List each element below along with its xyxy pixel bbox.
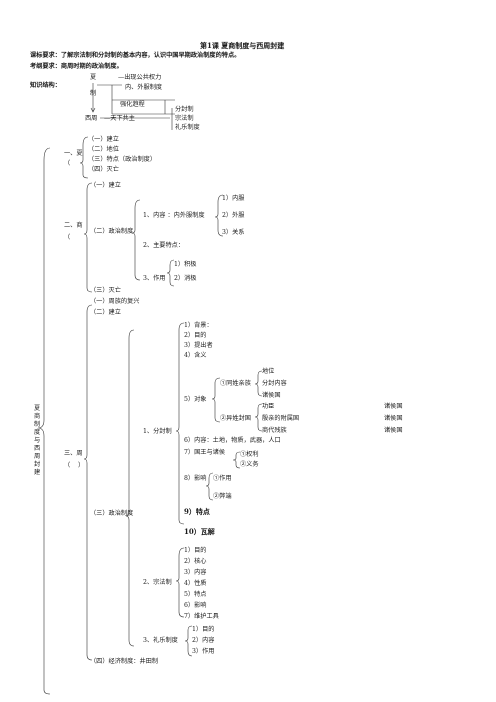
diagram-nei-wai: 内、外服制度 bbox=[125, 84, 163, 91]
zhou-label: 三、周 bbox=[64, 450, 83, 457]
ff-item-7: 7）国王与诸侯 bbox=[184, 449, 226, 456]
zf-item-1: 1）目的 bbox=[184, 547, 207, 554]
ff-item-2: 2）目的 bbox=[184, 332, 207, 339]
zf-item-3: 3）内容 bbox=[184, 569, 207, 576]
ff-rel-1: ①权利 bbox=[240, 451, 259, 458]
xia-item-4: （四）灭亡 bbox=[88, 166, 119, 173]
ff-fenfeng-neirong: 分封内容 bbox=[262, 380, 287, 387]
xia-item-2: （二）地位 bbox=[88, 146, 119, 153]
shang-label: 二、商 bbox=[64, 222, 83, 229]
zf-item-7: 7）维护工具 bbox=[184, 613, 219, 620]
zhou-s3: （三）政治制度 bbox=[90, 510, 134, 517]
page-title: 第1课 夏商制度与西周封建 bbox=[200, 41, 285, 50]
ff-item-8: 8）影响 bbox=[184, 475, 207, 482]
xia-item-1: （一）建立 bbox=[88, 136, 119, 143]
diagram-qianghua: 强化趋程 bbox=[120, 101, 145, 108]
shang-zy-1: 1）积极 bbox=[174, 261, 197, 268]
ff-duixiang: 5）对象 bbox=[184, 396, 207, 403]
ff-item-1: 1）背景： bbox=[184, 322, 213, 329]
zhou-s1: （一）周族的复兴 bbox=[90, 298, 140, 305]
shang-nei-3: 3）关系 bbox=[222, 229, 245, 236]
xia-label: 一、夏 bbox=[64, 150, 83, 157]
ff-diwei: 地位 bbox=[262, 368, 275, 375]
ff-item-3: 3）提出者 bbox=[184, 342, 213, 349]
ff-gudai: 商代残族 bbox=[262, 427, 287, 434]
structure-label: 知识结构： bbox=[30, 82, 61, 89]
ff-item-10: 10）瓦解 bbox=[184, 527, 215, 536]
shang-nei-2: 2）外服 bbox=[222, 212, 245, 219]
shang-zuoyong: 3、作用 bbox=[143, 275, 166, 282]
diagram-xia-arrow: —出现公共权力 bbox=[118, 74, 162, 81]
ly-item-3: 3）作用 bbox=[192, 648, 215, 655]
course-requirement: 课标要求：了解宗法制和分封制的基本内容，认识中国早期政治制度的特点。 bbox=[30, 52, 241, 59]
zf-item-4: 4）性质 bbox=[184, 580, 207, 587]
diagram-xia: 夏 bbox=[90, 74, 97, 81]
ff-eff-1: ①作用 bbox=[213, 475, 232, 482]
zf-item-2: 2）核心 bbox=[184, 558, 207, 565]
zhou-paren: （ bbox=[64, 462, 71, 469]
diagram-liyue: 礼乐制度 bbox=[175, 124, 200, 131]
diagram-tianxia: —天下共主 bbox=[104, 115, 135, 122]
ff-yixing: ②异姓封国 bbox=[220, 415, 251, 422]
zhou-paren-close: ） bbox=[78, 462, 85, 469]
zf-item-6: 6）影响 bbox=[184, 602, 207, 609]
shang-inner: 1、内容 ：内外服制度 bbox=[143, 212, 205, 219]
diagram-xizhou: 西周 bbox=[85, 115, 98, 122]
zhou-liyue: 3、礼乐制度 bbox=[143, 637, 178, 644]
ly-item-2: 2）内容 bbox=[192, 637, 215, 644]
ff-gongchen: 功臣 bbox=[262, 403, 275, 410]
exam-requirement: 考纲要求：商周时期的政治制度。 bbox=[30, 63, 123, 70]
shang-tedian: 2、主要特点： bbox=[143, 242, 185, 249]
ff-zhuhou: 诸侯国 bbox=[262, 392, 281, 399]
ff-tongxing: ①同姓亲族 bbox=[220, 380, 251, 387]
shang-nei-1: 1）内服 bbox=[222, 195, 245, 202]
ly-item-1: 1）目的 bbox=[192, 626, 215, 633]
side-title: 夏商制度与西周封建 bbox=[34, 405, 41, 476]
shang-s1: （一）建立 bbox=[90, 182, 121, 189]
diagram-zhi: 制 bbox=[90, 90, 97, 97]
shang-s3: （三）灭亡 bbox=[90, 287, 121, 294]
ff-zhuhou-r1: 诸侯国 bbox=[384, 403, 403, 410]
shang-s2: （二）政治制度 bbox=[90, 228, 134, 235]
zhou-zongfa: 2、宗法制 bbox=[143, 579, 172, 586]
diagram-zongfa: 宗法制 bbox=[175, 115, 194, 122]
zf-item-5: 5）特点 bbox=[184, 591, 207, 598]
ff-eff-2: ②弊端 bbox=[213, 493, 232, 500]
zhou-s2: （二）建立 bbox=[90, 309, 121, 316]
xia-paren: （ bbox=[64, 160, 71, 167]
ff-fushun: 殷亲的附属国 bbox=[262, 415, 300, 422]
ff-zhuhou-r2: 诸侯国 bbox=[384, 415, 403, 422]
shang-zy-2: 2）消极 bbox=[174, 275, 197, 282]
ff-item-6: 6）内容：土地，物质，武器，人口 bbox=[184, 437, 281, 444]
ff-zhuhou-r3: 诸侯国 bbox=[384, 427, 403, 434]
diagram-fenfeng: 分封制 bbox=[175, 106, 194, 113]
zhou-s4: （四）经济制度：井田制 bbox=[90, 658, 159, 665]
shang-paren: （ bbox=[64, 234, 71, 241]
ff-rel-2: ②义务 bbox=[240, 461, 259, 468]
xia-item-3: （三）特点（政治制度） bbox=[88, 156, 157, 163]
zhou-fenfeng: 1、分封制 bbox=[143, 428, 172, 435]
ff-item-4: 4）含义 bbox=[184, 352, 207, 359]
ff-item-9: 9）特点 bbox=[184, 507, 210, 516]
